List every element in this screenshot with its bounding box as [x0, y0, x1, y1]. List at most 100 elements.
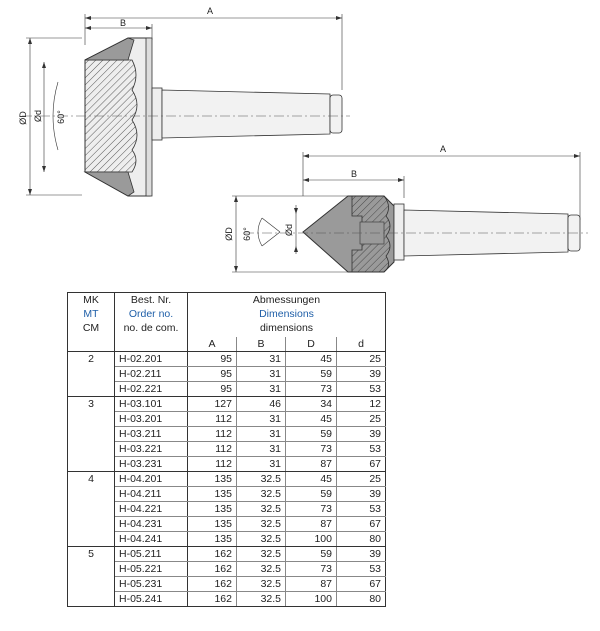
header-mk-de: MK [83, 294, 99, 306]
cell-mk: 3 [67, 396, 115, 472]
subheader-d: D [285, 337, 337, 352]
cell-d: 59 [285, 486, 337, 502]
cell-small-d: 80 [336, 591, 386, 607]
cell-order: H-04.211 [114, 486, 188, 502]
cell-b: 31 [236, 381, 286, 397]
cell-small-d: 53 [336, 381, 386, 397]
bottom-dim-b-label: B [351, 169, 357, 179]
cell-small-d: 39 [336, 426, 386, 442]
header-dimensions: Abmessungen Dimensions dimensions [188, 293, 386, 338]
cell-d: 87 [285, 456, 337, 472]
cell-order: H-04.201 [114, 471, 188, 487]
cell-d: 45 [285, 351, 337, 367]
header-mk-fr: CM [82, 322, 100, 334]
header-dim-fr: dimensions [259, 322, 314, 334]
cell-order: H-03.231 [114, 456, 188, 472]
cell-d: 59 [285, 546, 337, 562]
bottom-dim-D-label: ØD [224, 227, 234, 241]
cell-b: 32.5 [236, 486, 286, 502]
cell-a: 127 [187, 396, 237, 412]
cell-small-d: 80 [336, 531, 386, 547]
cell-b: 32.5 [236, 576, 286, 592]
header-dim-en: Dimensions [259, 308, 314, 320]
cell-b: 31 [236, 366, 286, 382]
cell-b: 31 [236, 411, 286, 427]
cell-a: 135 [187, 471, 237, 487]
cell-d: 87 [285, 516, 337, 532]
cell-order: H-05.211 [114, 546, 188, 562]
cell-small-d: 53 [336, 561, 386, 577]
cell-order: H-05.241 [114, 591, 188, 607]
cell-small-d: 53 [336, 501, 386, 517]
cell-mk: 4 [67, 471, 115, 547]
cell-order: H-02.211 [114, 366, 188, 382]
cell-a: 135 [187, 516, 237, 532]
cell-small-d: 25 [336, 351, 386, 367]
cell-order: H-02.221 [114, 381, 188, 397]
cell-d: 59 [285, 426, 337, 442]
cell-d: 45 [285, 411, 337, 427]
cell-order: H-05.231 [114, 576, 188, 592]
cell-small-d: 53 [336, 441, 386, 457]
cell-a: 112 [187, 441, 237, 457]
cell-d: 73 [285, 561, 337, 577]
top-dim-D-label: ØD [18, 111, 28, 125]
cell-b: 32.5 [236, 501, 286, 517]
cell-d: 73 [285, 501, 337, 517]
cell-d: 87 [285, 576, 337, 592]
cell-d: 73 [285, 441, 337, 457]
top-dim-d-label: Ød [33, 110, 43, 122]
drawing-top-view: A B ØD Ød 60° [18, 6, 350, 197]
cell-order: H-02.201 [114, 351, 188, 367]
cell-order: H-05.221 [114, 561, 188, 577]
spec-table: MK MT CM Best. Nr. Order no. no. de com.… [67, 292, 386, 607]
header-order-de: Best. Nr. [130, 294, 172, 306]
cell-order: H-04.231 [114, 516, 188, 532]
bottom-angle-label: 60° [242, 227, 252, 241]
cell-a: 95 [187, 351, 237, 367]
cell-a: 162 [187, 546, 237, 562]
cell-small-d: 12 [336, 396, 386, 412]
cell-b: 31 [236, 426, 286, 442]
cell-b: 32.5 [236, 471, 286, 487]
cell-a: 112 [187, 426, 237, 442]
header-order-en: Order no. [128, 308, 174, 320]
cell-b: 31 [236, 456, 286, 472]
cell-d: 100 [285, 591, 337, 607]
cell-a: 162 [187, 591, 237, 607]
cell-small-d: 67 [336, 576, 386, 592]
header-mk: MK MT CM [67, 292, 115, 352]
drawing-bottom-view: A B ØD Ød 60° [224, 144, 588, 273]
cell-d: 34 [285, 396, 337, 412]
cell-small-d: 25 [336, 411, 386, 427]
subheader-a: A [187, 337, 237, 352]
cell-small-d: 67 [336, 456, 386, 472]
cell-small-d: 39 [336, 486, 386, 502]
cell-order: H-03.201 [114, 411, 188, 427]
header-mk-en: MT [83, 308, 99, 320]
cell-b: 32.5 [236, 516, 286, 532]
cell-d: 59 [285, 366, 337, 382]
cell-a: 135 [187, 501, 237, 517]
cell-order: H-03.221 [114, 441, 188, 457]
subheader-b: B [236, 337, 286, 352]
cell-a: 135 [187, 531, 237, 547]
bottom-dim-a-label: A [440, 144, 446, 154]
cell-a: 162 [187, 576, 237, 592]
cell-b: 32.5 [236, 531, 286, 547]
table-header-row: MK MT CM Best. Nr. Order no. no. de com.… [67, 292, 386, 352]
table-subheader-row: A B D d [68, 337, 386, 352]
cell-order: H-04.241 [114, 531, 188, 547]
